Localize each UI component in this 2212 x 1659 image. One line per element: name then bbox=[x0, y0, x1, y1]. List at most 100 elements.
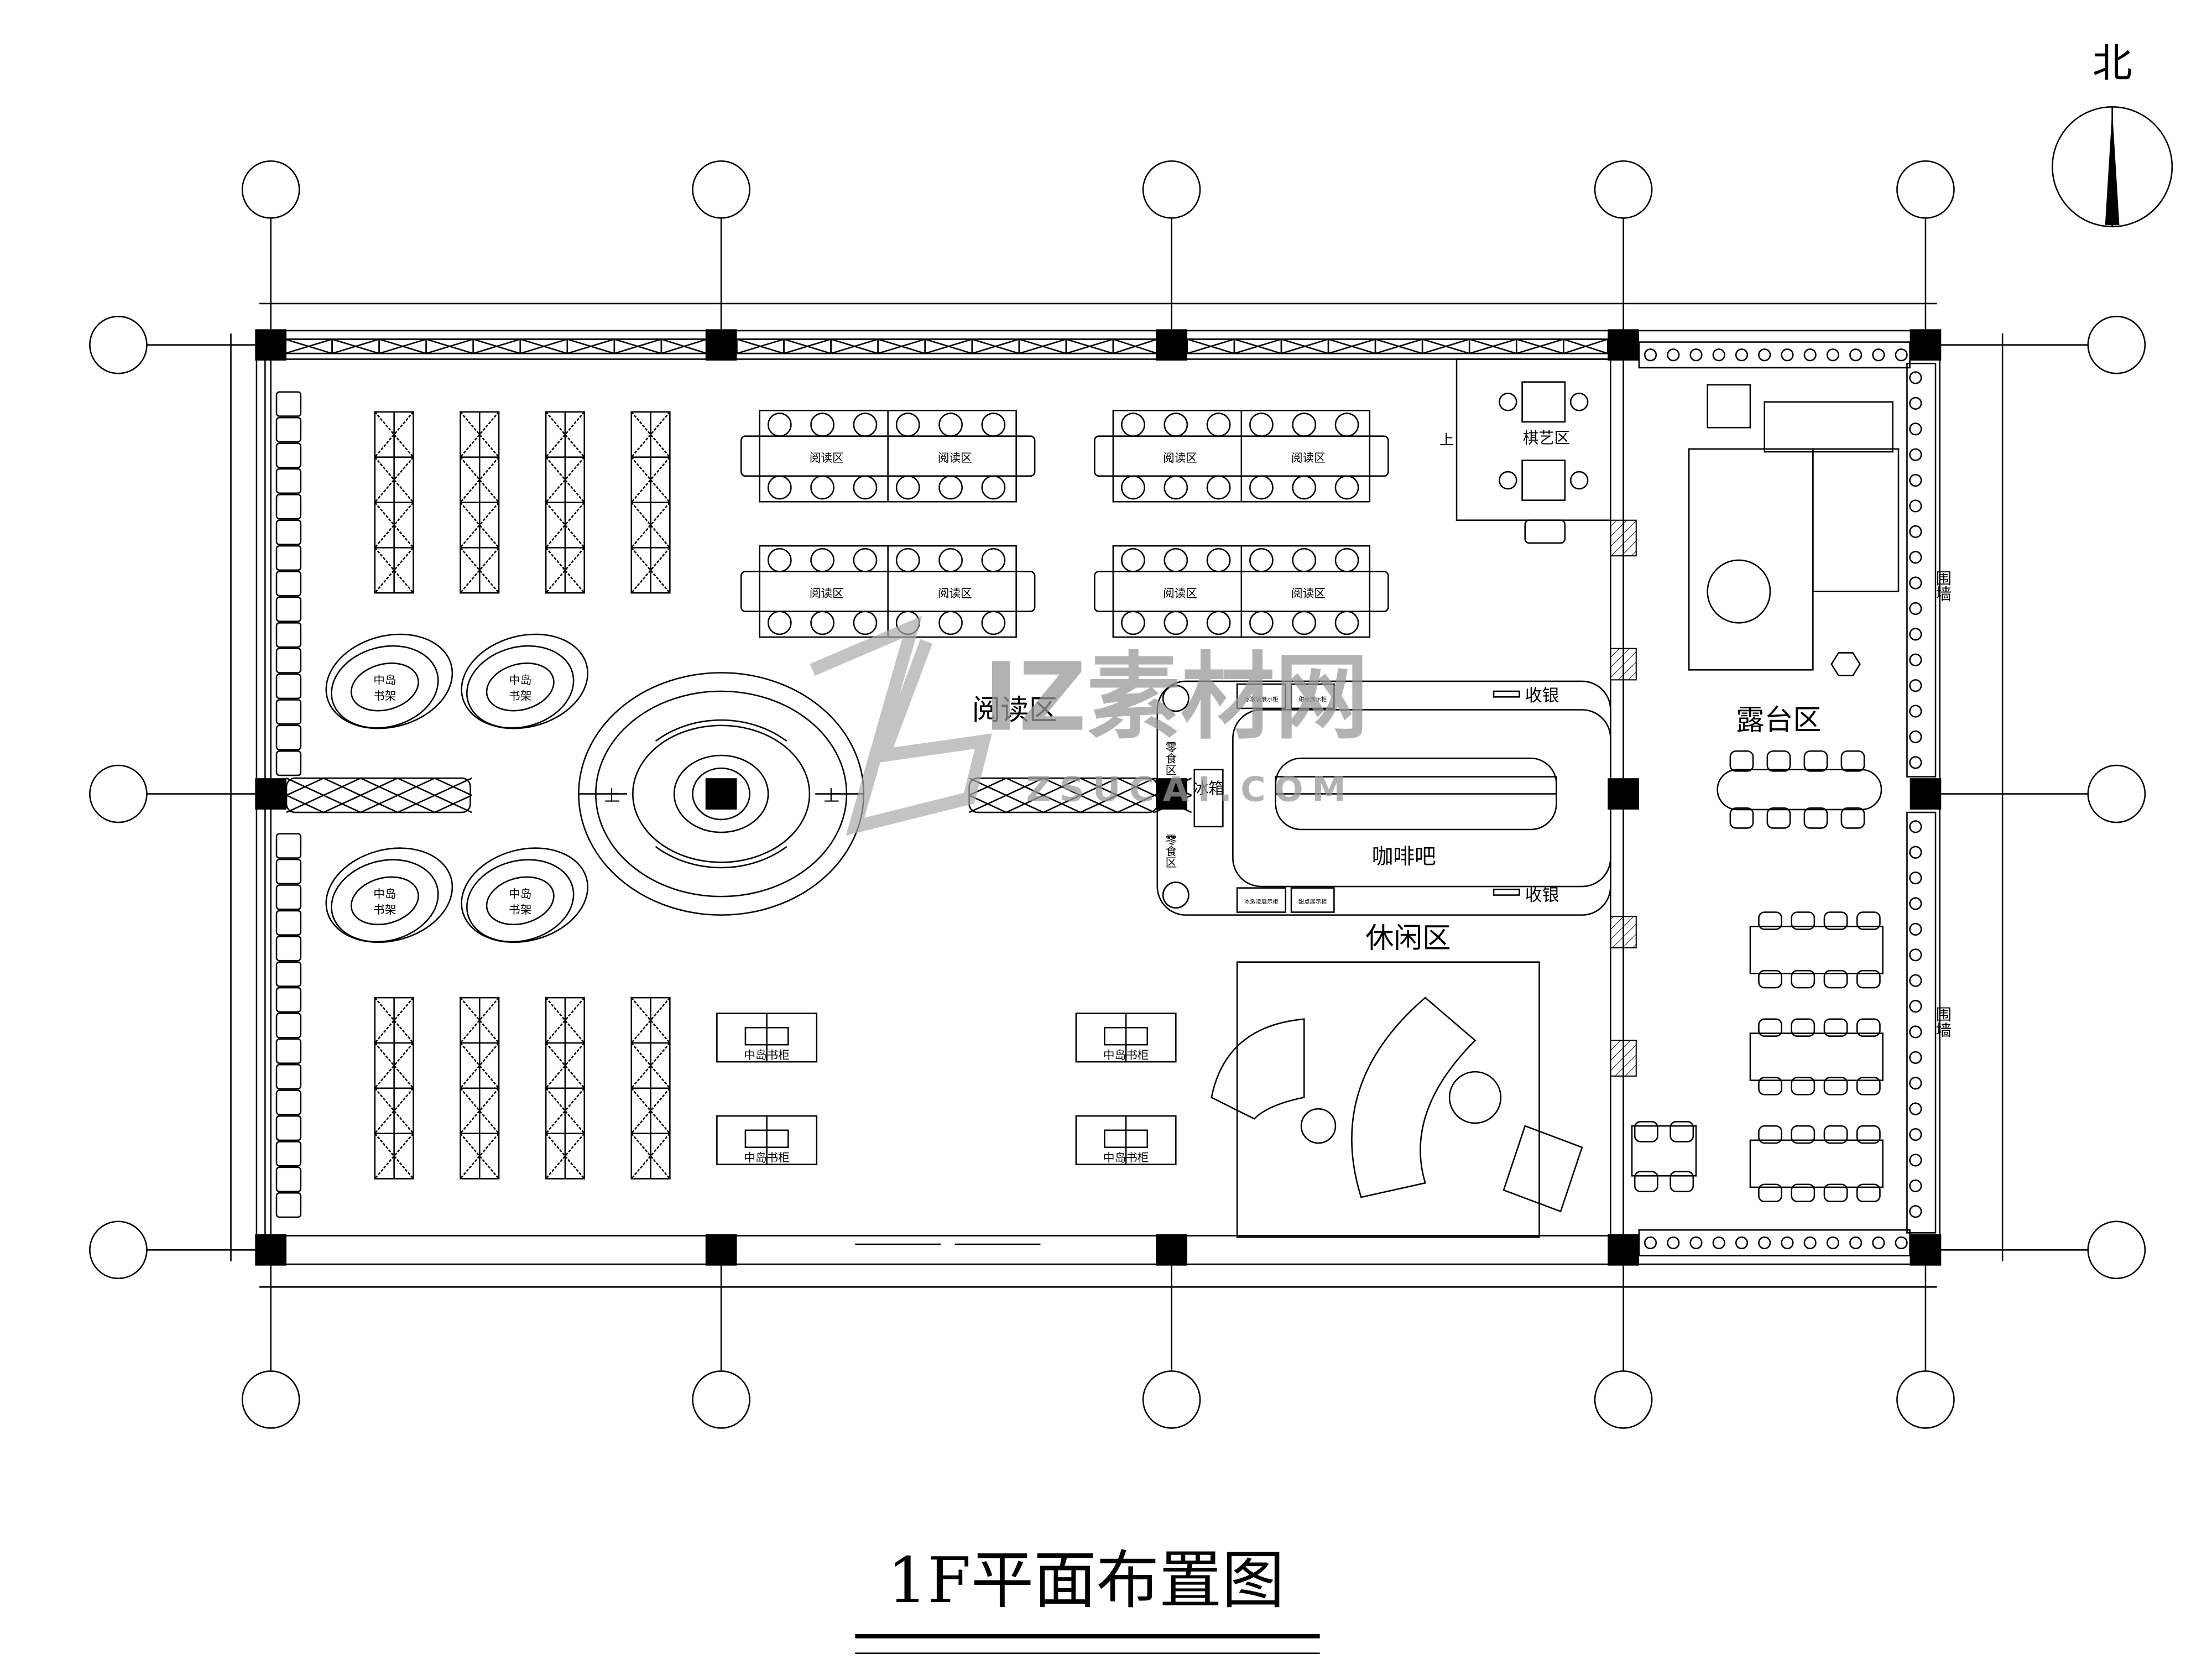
terrace-chair bbox=[1634, 1121, 1658, 1142]
plant-icon bbox=[1872, 1236, 1885, 1250]
plant-icon bbox=[1909, 576, 1922, 589]
axis-bubble bbox=[692, 160, 750, 219]
bookshelf-cross bbox=[374, 456, 414, 503]
bench-seat bbox=[275, 494, 302, 520]
plant-icon bbox=[1712, 348, 1725, 362]
plant-icon bbox=[1909, 1154, 1922, 1167]
plant-icon bbox=[1644, 348, 1657, 362]
terrace-chair bbox=[1758, 1018, 1782, 1037]
bookshelf-cross bbox=[374, 1087, 414, 1134]
reading-table-label: 阅读区 bbox=[1163, 451, 1197, 465]
partition-cross bbox=[1043, 778, 1081, 796]
plant-icon bbox=[1909, 756, 1922, 769]
plant-icon bbox=[1909, 730, 1922, 744]
bookshelf-cross bbox=[630, 1087, 671, 1134]
wall-bench-seats bbox=[275, 391, 302, 1218]
bench-seat bbox=[275, 1166, 302, 1192]
window-cross bbox=[332, 338, 379, 354]
axis-bubble bbox=[89, 315, 148, 374]
island-shelf-inner bbox=[350, 876, 419, 926]
island-shelf-outer bbox=[461, 847, 589, 943]
bookshelves bbox=[374, 411, 671, 1180]
reading-table-label: 阅读区 bbox=[810, 587, 844, 600]
fence-wall-label: 围墙 bbox=[1933, 1006, 1952, 1038]
chair bbox=[1164, 547, 1188, 572]
column bbox=[1608, 329, 1639, 361]
bench-seat bbox=[275, 622, 302, 648]
terrace-chairs bbox=[1634, 750, 1881, 1202]
stairs-up-label: 上 bbox=[824, 786, 839, 805]
terrace-fence-planters bbox=[1638, 341, 1937, 1256]
drawing-title: 1F平面布置图 bbox=[855, 1544, 1320, 1654]
bench-seat bbox=[275, 833, 302, 859]
chair bbox=[1334, 475, 1359, 500]
terrace-chair bbox=[1729, 750, 1754, 772]
window-cross bbox=[1234, 338, 1282, 354]
bench-seat bbox=[275, 936, 302, 962]
bench-seat bbox=[275, 1141, 302, 1167]
chair bbox=[853, 547, 878, 572]
bookshelf-cross bbox=[460, 456, 500, 503]
chair bbox=[810, 547, 835, 572]
terrace-chair bbox=[1791, 1077, 1815, 1095]
bookshelf-cross bbox=[460, 547, 500, 593]
window-cross bbox=[784, 338, 831, 354]
island-shelf-label: 中岛 bbox=[373, 674, 396, 687]
plant-icon bbox=[1909, 525, 1922, 538]
chair bbox=[1164, 611, 1188, 635]
column bbox=[1156, 1234, 1187, 1266]
reading-table-label: 阅读区 bbox=[938, 451, 972, 465]
bookshelf-cross bbox=[545, 502, 585, 549]
leisure-area: 休闲区 bbox=[1211, 922, 1583, 1238]
column bbox=[705, 1234, 737, 1266]
partition-cross bbox=[1154, 794, 1192, 813]
axis-bubble bbox=[1594, 1370, 1653, 1429]
plant-icon bbox=[1735, 348, 1749, 362]
bench-seat bbox=[275, 1089, 302, 1115]
chair bbox=[1292, 611, 1317, 635]
plant-icon bbox=[1909, 1077, 1922, 1090]
axis-bubble bbox=[89, 1220, 148, 1280]
plant-icon bbox=[1909, 1051, 1922, 1064]
island-shelf-outer bbox=[325, 633, 453, 729]
axis-bubble bbox=[89, 764, 148, 823]
display-case-label: 冰激凌展示柜 bbox=[1244, 898, 1279, 905]
axis-bubble bbox=[692, 1370, 750, 1429]
partition-cross bbox=[360, 794, 398, 813]
chair bbox=[1206, 413, 1231, 437]
plant-icon bbox=[1644, 1236, 1657, 1250]
display-case-label: 冰激凌展示柜 bbox=[1244, 696, 1279, 703]
terrace-chair bbox=[1758, 1183, 1782, 1202]
terrace-chair bbox=[1856, 1183, 1881, 1202]
plant-icon bbox=[1909, 922, 1922, 936]
plant-icon bbox=[1909, 1205, 1922, 1218]
terrace-chair bbox=[1791, 1018, 1815, 1037]
plant-icon bbox=[1909, 999, 1922, 1013]
chair bbox=[810, 611, 835, 635]
partition-cross bbox=[323, 778, 361, 796]
plant-icon bbox=[1909, 872, 1922, 885]
plant-icon bbox=[1909, 948, 1922, 962]
bookcase-label: 中岛书柜 bbox=[744, 1151, 789, 1165]
plant-icon bbox=[1758, 1236, 1771, 1250]
bookcase-item bbox=[744, 1129, 789, 1149]
chair bbox=[1249, 413, 1274, 437]
terrace-chair bbox=[1803, 750, 1828, 772]
plant-icon bbox=[1909, 1102, 1922, 1115]
plant-icon bbox=[1872, 348, 1885, 362]
window-cross bbox=[878, 338, 926, 354]
bookshelf-cross bbox=[545, 1087, 585, 1134]
axis-bubble bbox=[2087, 1220, 2146, 1280]
chair bbox=[810, 413, 835, 437]
bookcase-item bbox=[1104, 1129, 1149, 1149]
bookcase-label: 中岛书柜 bbox=[744, 1048, 789, 1062]
chair bbox=[895, 547, 920, 572]
stairs-up-label: 上 bbox=[1439, 432, 1454, 448]
plant-icon bbox=[1895, 1236, 1908, 1250]
terrace-chair bbox=[1840, 807, 1865, 829]
bookshelf-cross bbox=[374, 1042, 414, 1089]
plant-icon bbox=[1895, 348, 1908, 362]
chair bbox=[895, 475, 920, 500]
bench-seat bbox=[275, 1192, 302, 1218]
